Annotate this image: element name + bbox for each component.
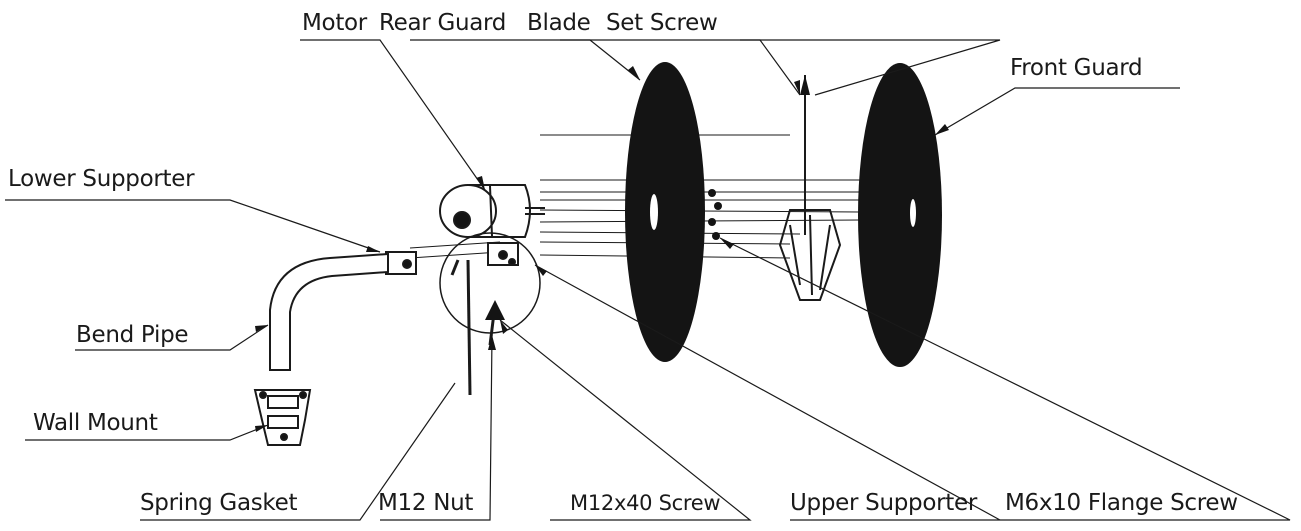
m12-nut-part: [485, 300, 505, 320]
label-bend-pipe: Bend Pipe: [76, 322, 189, 348]
label-m12-nut: M12 Nut: [378, 490, 474, 516]
set-screw-part: [800, 75, 810, 95]
label-rear-guard: Rear Guard: [379, 10, 507, 36]
label-spring-gasket: Spring Gasket: [140, 490, 298, 516]
label-front-guard: Front Guard: [1010, 55, 1143, 81]
bend-pipe-part: [269, 252, 389, 371]
front-guard-hub: [910, 199, 916, 227]
blade-part: [778, 75, 842, 301]
wall-mount-part: [253, 389, 312, 446]
label-lower-supporter: Lower Supporter: [8, 166, 195, 192]
front-guard-part: [858, 63, 942, 367]
label-blade: Blade: [527, 10, 591, 36]
label-motor: Motor: [302, 10, 367, 36]
rear-guard-part: [625, 62, 705, 362]
leader-lines: [5, 39, 1291, 521]
label-m12x40-screw: M12x40 Screw: [570, 491, 721, 515]
label-upper-supporter: Upper Supporter: [790, 490, 977, 516]
upper-supporter-part: [487, 242, 519, 266]
motor-part: [439, 184, 545, 238]
label-wall-mount: Wall Mount: [33, 410, 158, 436]
label-set-screw: Set Screw: [606, 10, 718, 36]
lower-supporter-part: [385, 251, 417, 275]
leader-arrows: [255, 66, 949, 432]
rear-guard-hub: [650, 194, 658, 230]
flange-screws-part: [708, 189, 722, 240]
bolt-shafts: [450, 259, 497, 396]
label-m6x10-flange-screw: M6x10 Flange Screw: [1005, 490, 1238, 516]
